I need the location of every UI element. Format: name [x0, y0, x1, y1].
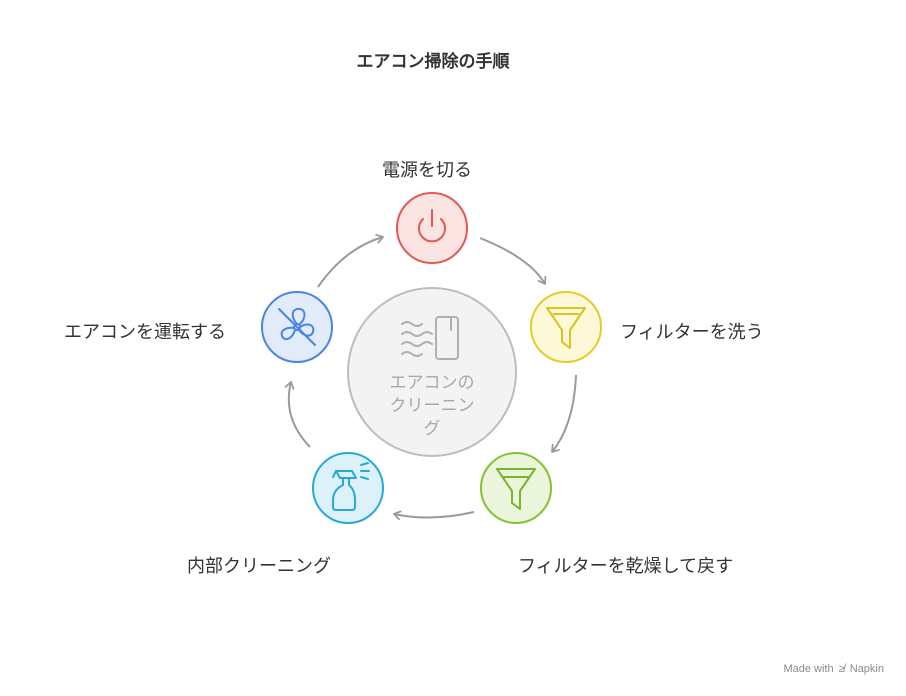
step-node-5	[261, 291, 333, 363]
napkin-logo-icon: ≱	[838, 663, 845, 675]
step-node-1	[396, 192, 468, 264]
arrow-step5-to-step1	[317, 233, 384, 288]
step-node-2	[530, 291, 602, 363]
arrow-step2-to-step3	[551, 374, 577, 453]
step-label-1: 電源を切る	[382, 160, 472, 181]
center-label: エアコンのクリーニング	[389, 373, 475, 439]
arrow-step3-to-step4	[393, 510, 475, 521]
step-label-2: フィルターを洗う	[620, 322, 764, 343]
branding[interactable]: Made with ≱ Napkin	[783, 663, 884, 675]
power-icon	[418, 209, 446, 243]
branding-name: Napkin	[849, 663, 884, 675]
diagram-title: エアコン掃除の手順	[356, 52, 510, 72]
step-label-3: フィルターを乾燥して戻す	[518, 556, 734, 577]
funnel-icon	[546, 307, 586, 349]
arrow-step4-to-step5	[284, 381, 311, 448]
step-label-5: エアコンを運転する	[64, 322, 226, 343]
step-node-4	[312, 452, 384, 524]
fan-off-icon	[278, 307, 316, 346]
step-node-3	[480, 452, 552, 524]
branding-prefix: Made with	[783, 663, 834, 675]
arrow-step1-to-step2	[479, 237, 547, 285]
spray-bottle-icon	[332, 462, 370, 511]
air-conditioner-icon	[401, 316, 459, 360]
step-label-4: 内部クリーニング	[187, 556, 331, 577]
center-node	[347, 287, 517, 457]
funnel-icon	[496, 468, 536, 510]
